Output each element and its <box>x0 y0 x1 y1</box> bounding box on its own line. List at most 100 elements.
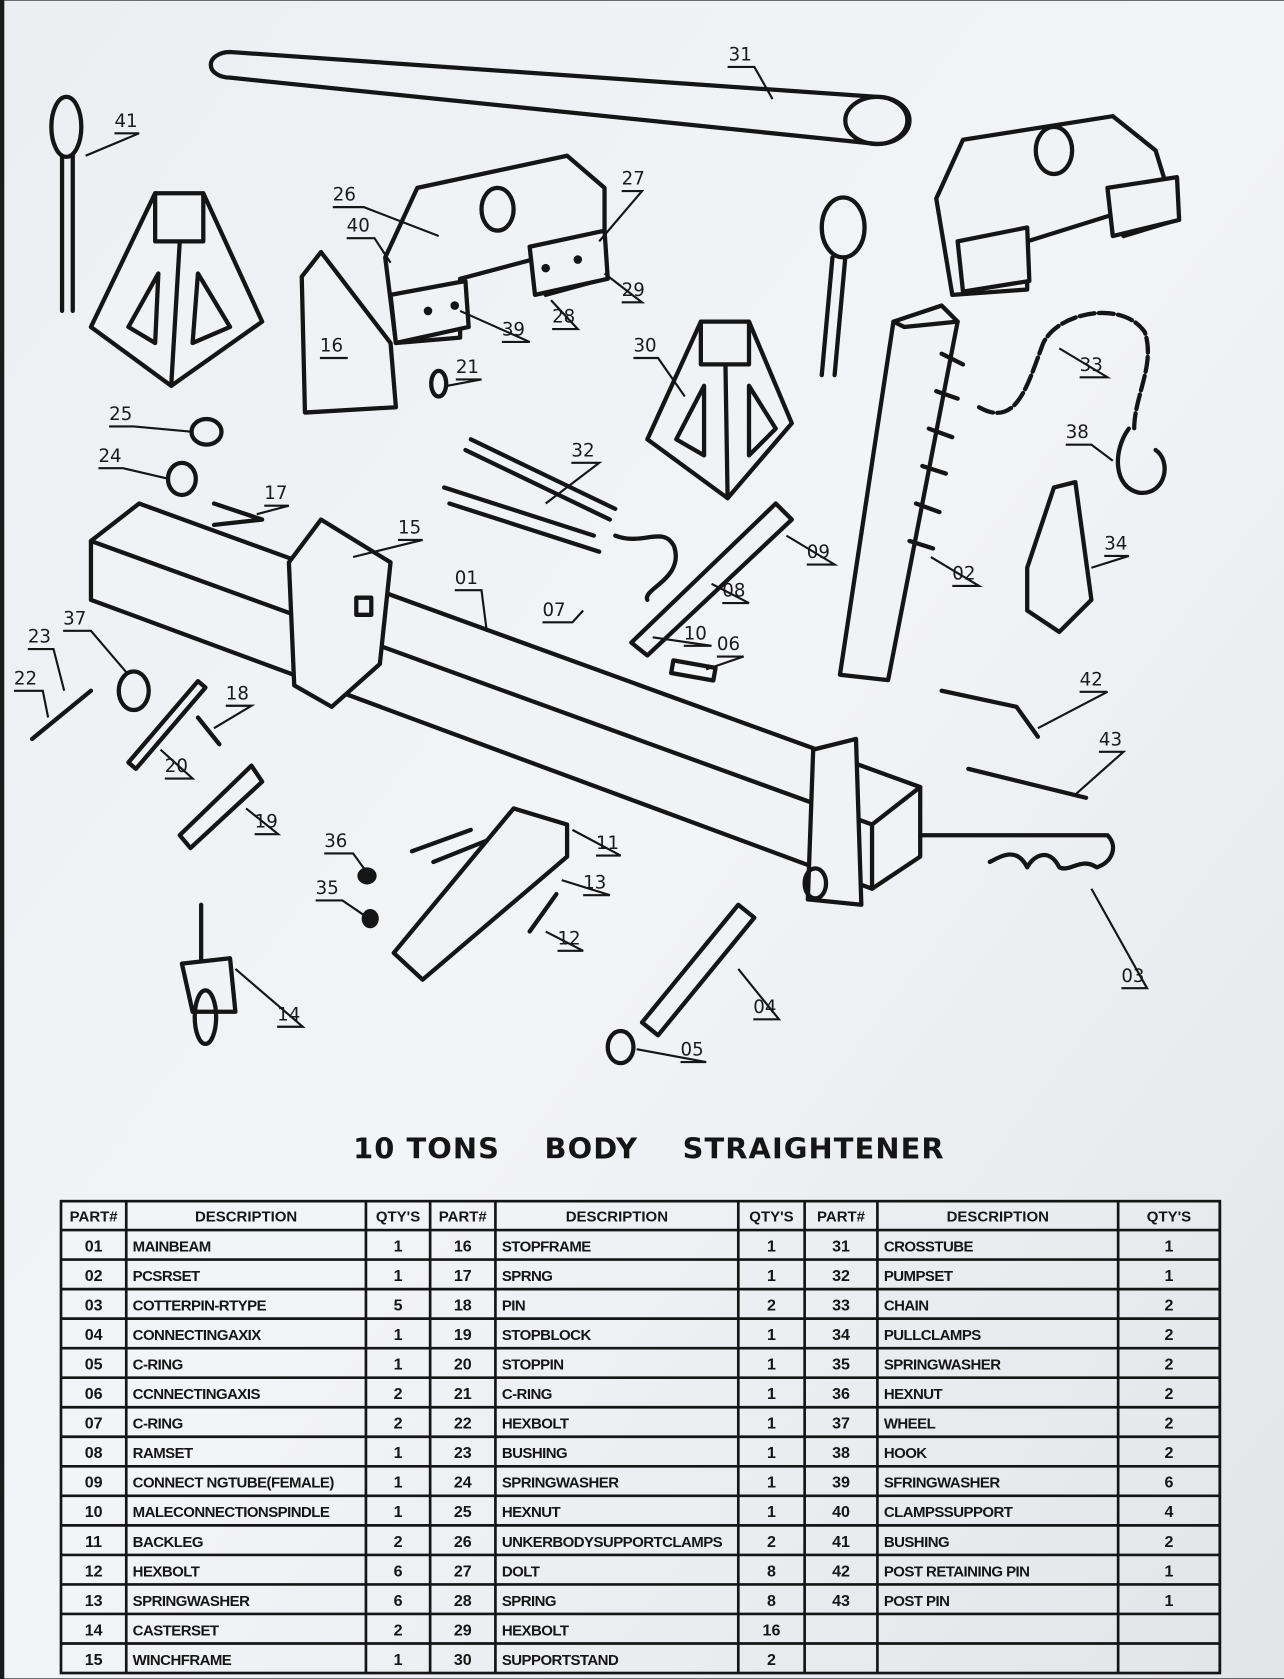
header-description: DESCRIPTION <box>566 1208 668 1225</box>
cell-description: PUMPSET <box>884 1268 953 1285</box>
cell-part-number: 28 <box>454 1592 472 1610</box>
callout-16: 16 <box>320 336 343 357</box>
cell-part-number: 32 <box>832 1267 850 1285</box>
callout-15: 15 <box>398 517 421 538</box>
cell-part-number: 19 <box>454 1326 472 1344</box>
cell-part-number: 29 <box>454 1621 472 1639</box>
cell-part-number: 39 <box>832 1474 850 1492</box>
callout-30: 30 <box>633 336 656 357</box>
cell-part-number: 25 <box>454 1503 472 1521</box>
hook-part <box>1115 426 1167 495</box>
cell-description: HOOK <box>884 1445 927 1462</box>
cell-description: PULLCLAMPS <box>884 1327 981 1344</box>
cell-description: STOPFRAME <box>502 1238 591 1255</box>
header-qty: QTY'S <box>376 1208 420 1225</box>
cell-part-number: 16 <box>454 1237 472 1255</box>
cell-part-number: 18 <box>454 1297 472 1315</box>
callout-19: 19 <box>255 812 278 833</box>
cell-part-number: 38 <box>832 1444 850 1462</box>
cell-part-number: 35 <box>832 1356 850 1374</box>
stop-frame-part <box>299 249 399 415</box>
cell-qty: 1 <box>767 1385 776 1403</box>
cell-description: HEXNUT <box>502 1504 561 1521</box>
cell-qty: 5 <box>394 1297 403 1315</box>
cell-part-number: 23 <box>454 1444 472 1462</box>
cell-description: STOPBLOCK <box>502 1327 592 1344</box>
callout-08: 08 <box>722 581 745 602</box>
cell-description: BACKLEG <box>133 1534 203 1551</box>
cell-part-number: 31 <box>832 1237 850 1255</box>
callout-42: 42 <box>1080 669 1103 690</box>
bushing-pin-part <box>49 94 84 314</box>
support-stand-left <box>88 191 265 388</box>
cell-part-number: 42 <box>832 1562 850 1580</box>
cell-part-number: 05 <box>85 1356 103 1374</box>
cell-part-number: 03 <box>85 1297 103 1315</box>
cell-description: CONNECTINGAXIX <box>133 1327 262 1344</box>
cell-part-number: 37 <box>832 1415 850 1433</box>
cell-qty: 2 <box>1165 1415 1174 1433</box>
callout-24: 24 <box>98 446 121 467</box>
cell-description: WINCHFRAME <box>133 1652 232 1669</box>
cell-part-number: 26 <box>454 1533 472 1551</box>
cell-part-number: 08 <box>85 1444 103 1462</box>
cell-qty: 1 <box>1165 1237 1174 1255</box>
cell-description: CCNNECTINGAXIS <box>133 1386 261 1403</box>
cell-qty: 6 <box>1165 1474 1174 1492</box>
pull-clamp-part <box>1025 479 1094 635</box>
cell-description: CONNECT NGTUBE(FEMALE) <box>133 1475 335 1492</box>
cell-description: BUSHING <box>502 1445 567 1462</box>
cell-qty: 1 <box>767 1267 776 1285</box>
cell-description: C-RING <box>133 1357 183 1374</box>
cell-qty: 1 <box>767 1326 776 1344</box>
cell-part-number: 12 <box>85 1562 103 1580</box>
post-pin-part <box>966 766 1089 800</box>
header-description: DESCRIPTION <box>195 1208 297 1225</box>
cell-qty: 2 <box>394 1415 403 1433</box>
spring-part <box>211 501 265 528</box>
cell-qty: 1 <box>767 1237 776 1255</box>
cell-description: BUSHING <box>884 1534 949 1551</box>
callout-06: 06 <box>717 634 740 655</box>
cell-description: DOLT <box>502 1563 540 1580</box>
cell-qty: 1 <box>767 1474 776 1492</box>
cell-part-number: 01 <box>85 1237 103 1255</box>
cell-part-number: 27 <box>454 1562 472 1580</box>
support-stand-right <box>645 319 794 501</box>
callout-28: 28 <box>552 307 575 328</box>
cell-part-number: 11 <box>85 1533 102 1551</box>
body-support-clamp <box>383 153 610 346</box>
cell-description: WHEEL <box>884 1416 936 1433</box>
callout-37: 37 <box>63 608 86 629</box>
cell-qty: 2 <box>1165 1356 1174 1374</box>
callout-35: 35 <box>316 878 339 899</box>
cell-qty: 1 <box>767 1415 776 1433</box>
connecting-axis-part <box>639 902 757 1038</box>
cell-qty: 2 <box>394 1533 403 1551</box>
cell-part-number: 41 <box>832 1533 850 1551</box>
header-description: DESCRIPTION <box>947 1208 1049 1225</box>
cell-description: PIN <box>502 1298 525 1315</box>
cell-description: STOPPIN <box>502 1357 564 1374</box>
callout-34: 34 <box>1104 534 1127 555</box>
cell-qty: 1 <box>394 1356 403 1374</box>
callout-12: 12 <box>557 928 580 949</box>
cell-part-number: 36 <box>832 1385 850 1403</box>
post-part <box>837 303 966 683</box>
cell-qty: 1 <box>394 1444 403 1462</box>
caster-set-part <box>179 902 238 1047</box>
header-qty: QTY'S <box>1147 1208 1191 1225</box>
cell-part-number: 40 <box>832 1503 850 1521</box>
header-part: PART# <box>70 1208 119 1225</box>
document-title: 10 TONS BODY STRAIGHTENER <box>353 1131 945 1165</box>
cell-description: CASTERSET <box>133 1622 219 1639</box>
cell-qty: 1 <box>394 1267 403 1285</box>
callout-04: 04 <box>753 997 776 1018</box>
cell-qty: 2 <box>1165 1385 1174 1403</box>
callout-41: 41 <box>114 111 137 132</box>
cell-qty: 2 <box>767 1651 776 1669</box>
cell-qty: 2 <box>767 1297 776 1315</box>
cell-qty: 1 <box>394 1503 403 1521</box>
cell-part-number: 09 <box>85 1474 103 1492</box>
